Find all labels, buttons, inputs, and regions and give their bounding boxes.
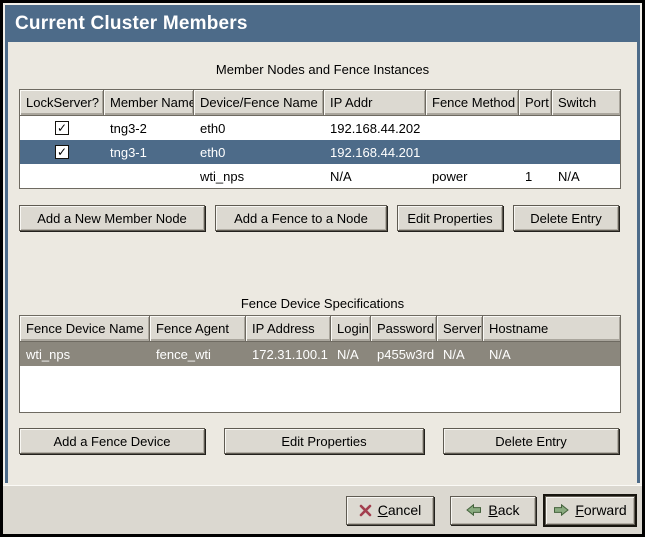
ip-address-cell: 172.31.100.1 <box>252 346 328 362</box>
ip-addr-cell: N/A <box>330 168 352 184</box>
fence-table-header: Fence Device Name Fence Agent IP Address… <box>20 316 620 342</box>
fence-table-empty-area[interactable] <box>20 366 620 412</box>
member-name-cell: tng3-2 <box>110 120 147 136</box>
member-table-caption: Member Nodes and Fence Instances <box>215 62 430 77</box>
column-header-login[interactable]: Login <box>331 316 371 342</box>
fence-table-caption: Fence Device Specifications <box>240 296 405 311</box>
member-name-cell: tng3-1 <box>110 144 147 160</box>
arrow-right-icon <box>553 504 570 516</box>
edit-properties-button[interactable]: Edit Properties <box>397 205 503 231</box>
edit-properties-button[interactable]: Edit Properties <box>224 428 424 454</box>
device-fence-name-cell: eth0 <box>200 120 226 136</box>
column-header-ip-addr[interactable]: IP Addr <box>324 90 426 116</box>
column-header-ip-address[interactable]: IP Address <box>246 316 331 342</box>
column-header-member-name[interactable]: Member Name <box>104 90 194 116</box>
password-cell: p455w3rd <box>377 346 435 362</box>
forward-button[interactable]: Forward <box>543 493 637 527</box>
switch-cell: N/A <box>558 168 580 184</box>
lockserver-checkbox[interactable]: ✓ <box>55 145 69 159</box>
delete-entry-button[interactable]: Delete Entry <box>513 205 619 231</box>
back-button[interactable]: Back <box>450 495 536 525</box>
column-header-fence-device-name[interactable]: Fence Device Name <box>20 316 150 342</box>
fence-device-name-cell: wti_nps <box>26 346 71 362</box>
check-icon: ✓ <box>56 121 68 135</box>
fence-table-buttons: Add a Fence Device Edit Properties Delet… <box>19 428 619 454</box>
cancel-label: Cancel <box>377 502 422 518</box>
lockserver-checkbox[interactable]: ✓ <box>55 121 69 135</box>
column-header-lockserver[interactable]: LockServer? <box>20 90 104 116</box>
table-row-wti-nps-fence[interactable]: wti_nps N/A power 1 N/A <box>20 164 620 188</box>
hostname-cell: N/A <box>489 346 511 362</box>
table-row-tng3-2[interactable]: ✓ tng3-2 eth0 192.168.44.202 <box>20 116 620 140</box>
column-header-port[interactable]: Port <box>519 90 552 116</box>
lockserver-cell: ✓ <box>20 121 104 135</box>
fence-method-cell: power <box>432 168 468 184</box>
add-member-node-button[interactable]: Add a New Member Node <box>19 205 205 231</box>
cancel-button[interactable]: Cancel <box>346 495 434 525</box>
lockserver-cell: ✓ <box>20 145 104 159</box>
ip-addr-cell: 192.168.44.201 <box>330 144 421 160</box>
column-header-server[interactable]: Server <box>437 316 483 342</box>
column-header-switch[interactable]: Switch <box>552 90 620 116</box>
add-fence-to-node-button[interactable]: Add a Fence to a Node <box>215 205 387 231</box>
server-cell: N/A <box>443 346 465 362</box>
member-table-buttons: Add a New Member Node Add a Fence to a N… <box>19 205 619 231</box>
fence-devices-table[interactable]: Fence Device Name Fence Agent IP Address… <box>19 315 621 413</box>
table-row-tng3-1-selected[interactable]: ✓ tng3-1 eth0 192.168.44.201 <box>20 140 620 164</box>
content-panel: Member Nodes and Fence Instances LockSer… <box>8 42 637 529</box>
port-cell: 1 <box>525 168 533 184</box>
column-header-fence-method[interactable]: Fence Method <box>426 90 519 116</box>
column-header-password[interactable]: Password <box>371 316 437 342</box>
table-row-wti-nps-device-selected[interactable]: wti_nps fence_wti 172.31.100.1 N/A p455w… <box>20 342 620 366</box>
device-fence-name-cell: wti_nps <box>200 168 245 184</box>
back-label: Back <box>488 502 520 518</box>
ip-addr-cell: 192.168.44.202 <box>330 120 421 136</box>
device-fence-name-cell: eth0 <box>200 144 226 160</box>
action-area: Cancel Back Forward <box>3 485 642 534</box>
login-cell: N/A <box>337 346 359 362</box>
member-table-header: LockServer? Member Name Device/Fence Nam… <box>20 90 620 116</box>
column-header-device-fence-name[interactable]: Device/Fence Name <box>194 90 324 116</box>
arrow-left-icon <box>466 504 482 516</box>
check-icon: ✓ <box>56 145 68 159</box>
column-header-fence-agent[interactable]: Fence Agent <box>150 316 246 342</box>
add-fence-device-button[interactable]: Add a Fence Device <box>19 428 205 454</box>
member-nodes-table[interactable]: LockServer? Member Name Device/Fence Nam… <box>19 89 621 189</box>
forward-label: Forward <box>575 502 627 518</box>
column-header-hostname[interactable]: Hostname <box>483 316 620 342</box>
delete-entry-button[interactable]: Delete Entry <box>443 428 619 454</box>
cancel-x-icon <box>359 504 372 517</box>
page-title: Current Cluster Members <box>15 13 248 34</box>
fence-agent-cell: fence_wti <box>156 346 211 362</box>
